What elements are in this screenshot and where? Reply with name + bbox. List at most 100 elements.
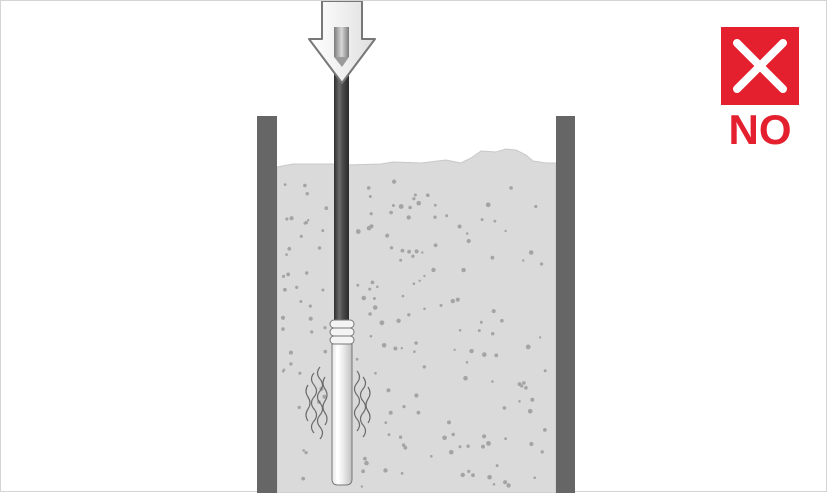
particle [433,243,438,248]
particle [426,193,430,197]
probe-rod [334,27,349,327]
particle [407,249,411,254]
particle [534,204,538,209]
particle [471,473,475,478]
particle [388,410,393,415]
right-wall [556,116,575,493]
particle [414,341,418,345]
particle [383,468,388,473]
particle [461,267,466,273]
particle [369,334,373,338]
particle [442,435,447,441]
particle [369,212,373,216]
particle [385,233,390,238]
particle [307,219,310,222]
particle [374,371,377,375]
particle [364,460,369,466]
particle [495,464,499,468]
particle [299,234,303,238]
particle [414,393,419,398]
particle [533,476,536,480]
particle [317,246,322,250]
particle [298,371,302,375]
particle [467,469,471,473]
particle [376,285,379,289]
particle [465,361,469,364]
particle [465,232,469,235]
particle [386,388,391,393]
particle [310,330,314,334]
particle [355,229,361,234]
particle [522,381,526,385]
particle [283,183,287,187]
sensor-tube [331,343,353,486]
probe-collar [329,319,355,345]
bulk-material [276,148,557,493]
particle [389,210,393,215]
particle [451,432,455,437]
particle [517,382,522,387]
particle [281,274,286,278]
particle [363,456,367,461]
particle [400,347,403,350]
particle [387,433,391,437]
particle [480,218,484,222]
particle [540,450,544,454]
particle [413,193,417,197]
material-particles [280,179,547,488]
particle [401,443,406,447]
particle [301,476,306,481]
particle [518,400,521,403]
particle [372,297,376,300]
particle [322,394,327,399]
particle [504,229,507,233]
particle [379,320,385,326]
particle [285,253,288,256]
particle [525,344,531,350]
particle [491,380,494,383]
particle [538,336,542,339]
particle [413,350,416,354]
particle [527,408,533,414]
particle [323,349,328,354]
particle [522,259,525,262]
particle [305,271,309,275]
left-wall [257,116,277,493]
particle [482,434,487,439]
particle [288,350,293,355]
particle [393,346,398,351]
particle [416,410,421,415]
particle [416,200,422,206]
particle [281,327,285,331]
particle [401,294,405,298]
particle [407,313,411,317]
particle [418,279,421,282]
particle [280,315,286,320]
particle [504,437,507,441]
particle [402,405,406,409]
particle [392,179,397,184]
no-badge: NO [721,27,799,153]
particle [361,469,365,474]
particle [447,420,451,425]
particle [469,348,474,354]
particle [540,262,544,266]
particle [303,221,307,225]
particle [408,205,412,210]
particle [449,449,454,455]
particle [414,249,419,254]
particle [381,343,387,348]
particle [355,357,359,361]
particle [323,326,327,330]
particle [287,246,292,251]
particle [477,329,481,333]
particle [412,282,416,286]
particle [372,305,378,310]
particle [360,485,364,488]
particle [368,312,372,316]
particle [406,215,411,220]
particle [391,204,395,207]
particle [528,250,534,255]
